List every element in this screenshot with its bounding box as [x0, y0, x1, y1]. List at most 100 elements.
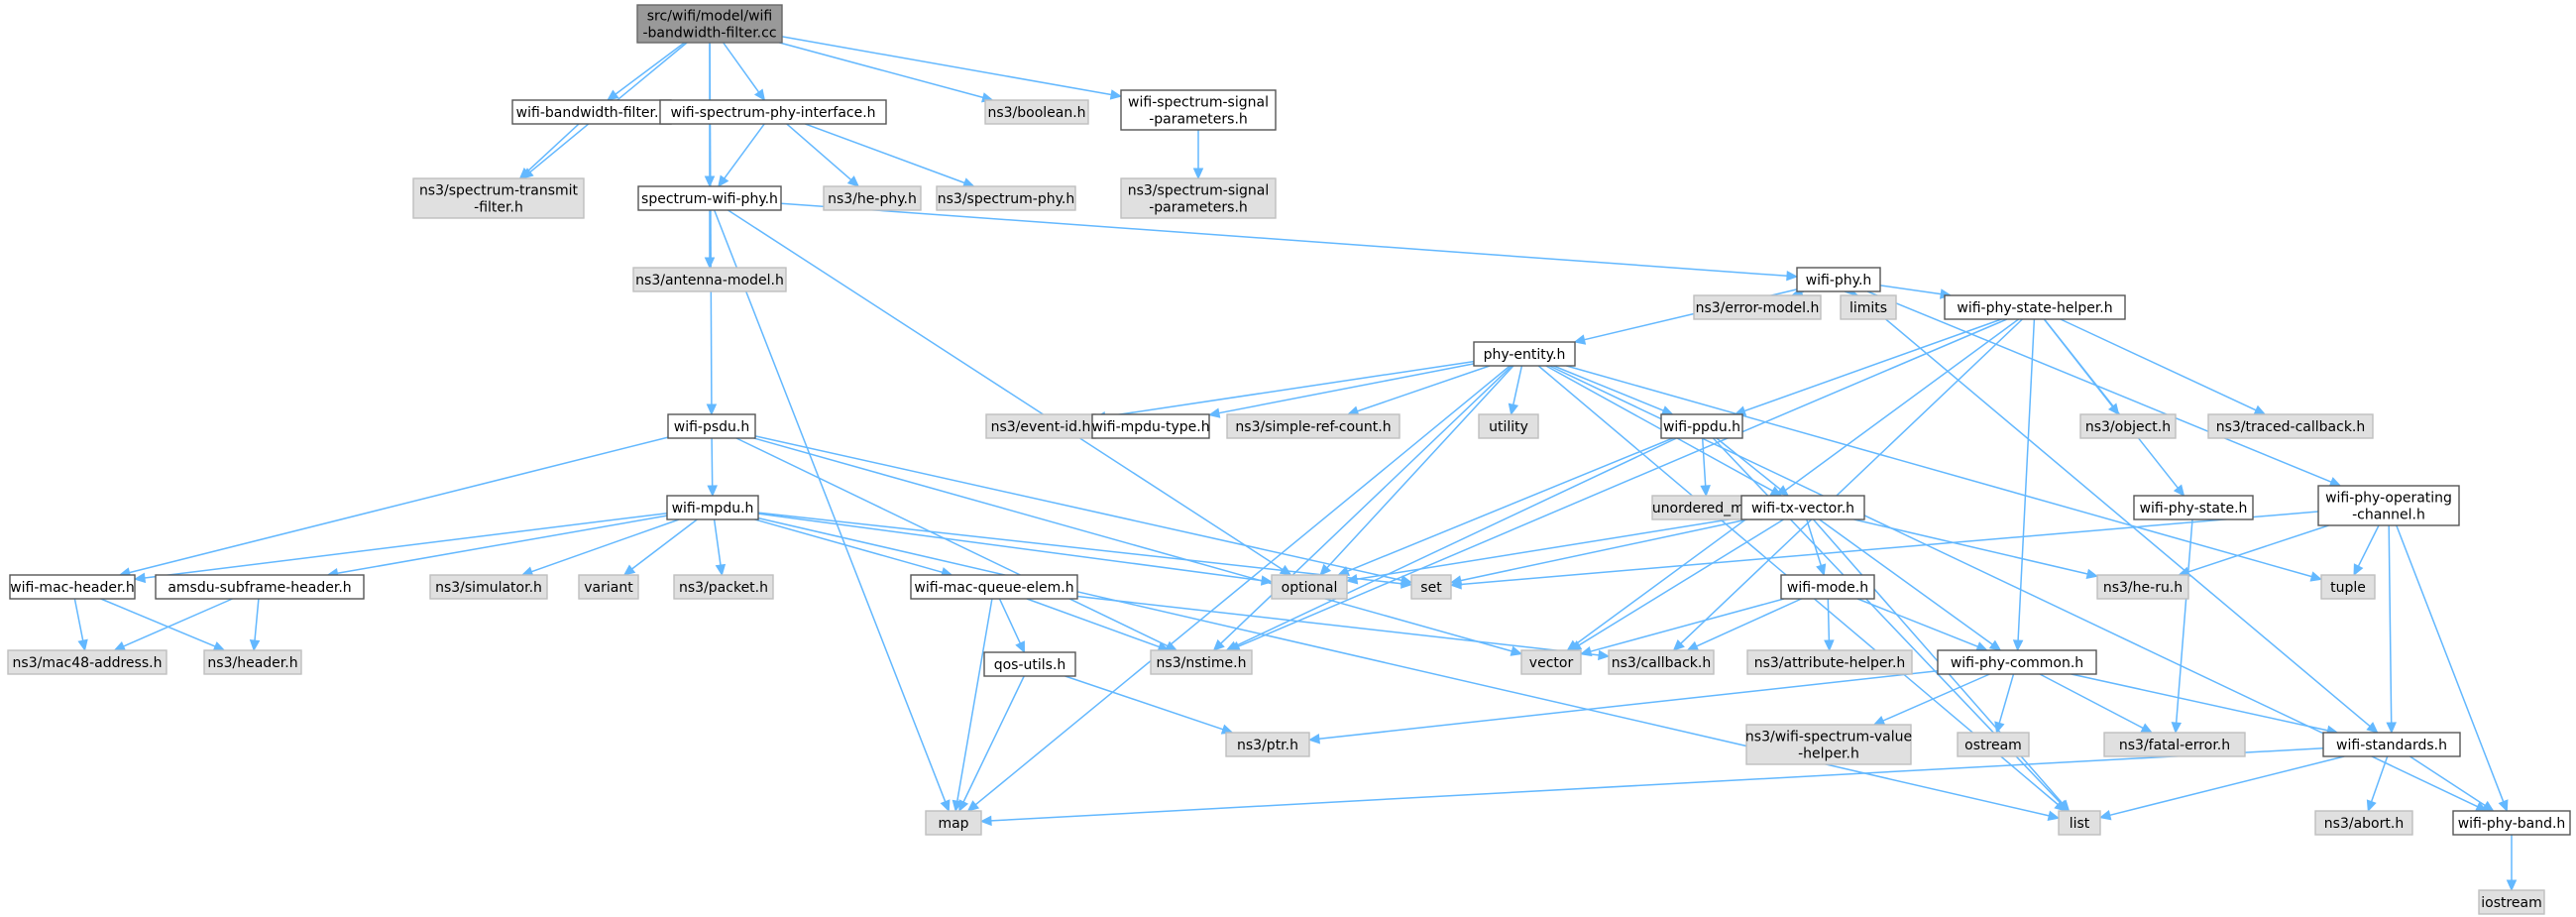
- node-wsvh[interactable]: ns3/wifi-spectrum-value-helper.h: [1745, 724, 1912, 765]
- edge-wpsdu-to-wmh: [118, 436, 669, 578]
- edge-line: [956, 598, 993, 802]
- node-set[interactable]: set: [1410, 574, 1452, 600]
- node-label: ns3/object.h: [2085, 419, 2171, 435]
- edge-line: [2017, 318, 2036, 641]
- node-label: ns3/callback.h: [1612, 655, 1711, 671]
- arrowhead-icon: [1660, 405, 1674, 415]
- node-wpsh[interactable]: wifi-phy-state-helper.h: [1944, 294, 2126, 320]
- edge-line: [1578, 518, 1784, 646]
- node-variant[interactable]: variant: [578, 574, 639, 600]
- edge-line: [615, 42, 686, 95]
- arrowhead-icon: [1207, 407, 1221, 418]
- edge-line: [1218, 363, 1475, 414]
- edge-line: [1853, 518, 2088, 575]
- node-tuple[interactable]: tuple: [2320, 574, 2376, 600]
- node-wmpdu[interactable]: wifi-mpdu.h: [666, 495, 759, 520]
- node-antenna[interactable]: ns3/antenna-model.h: [632, 267, 787, 292]
- node-phyentity[interactable]: phy-entity.h: [1473, 341, 1576, 367]
- node-qos[interactable]: qos-utils.h: [983, 651, 1076, 677]
- edge-line: [337, 515, 668, 575]
- node-iostream[interactable]: iostream: [2478, 889, 2545, 915]
- node-nstime[interactable]: ns3/nstime.h: [1150, 649, 1253, 675]
- node-stf[interactable]: ns3/spectrum-transmit-filter.h: [412, 177, 585, 219]
- node-ostream[interactable]: ostream: [1957, 732, 2030, 757]
- node-label: ns3/header.h: [207, 655, 297, 671]
- node-label: ns3/boolean.h: [987, 105, 1085, 121]
- node-header[interactable]: ns3/header.h: [203, 649, 302, 675]
- node-label: set: [1420, 580, 1442, 596]
- edge-wmqe-to-nstime: [1026, 598, 1171, 652]
- node-traced[interactable]: ns3/traced-callback.h: [2207, 413, 2374, 439]
- edge-line: [531, 518, 680, 573]
- edge-qos-to-map: [958, 675, 1025, 813]
- edge-line: [754, 435, 1402, 582]
- node-label: ns3/event-id.h: [991, 419, 1091, 435]
- arrowhead-icon: [707, 485, 718, 498]
- node-box: [1150, 649, 1253, 675]
- edge-line: [2408, 755, 2486, 807]
- node-wbf[interactable]: wifi-bandwidth-filter.h: [511, 99, 672, 125]
- edge-phyentity-to-tuple: [1566, 365, 2323, 582]
- node-abort[interactable]: ns3/abort.h: [2314, 810, 2413, 836]
- node-swp[interactable]: spectrum-wifi-phy.h: [637, 185, 782, 211]
- arrowhead-icon: [958, 799, 969, 813]
- node-boolean[interactable]: ns3/boolean.h: [984, 99, 1089, 125]
- node-wifiphy[interactable]: wifi-phy.h: [1796, 267, 1881, 292]
- node-wppdu[interactable]: wifi-ppdu.h: [1660, 413, 1743, 439]
- node-utility[interactable]: utility: [1478, 413, 1539, 439]
- node-amsdu[interactable]: amsdu-subframe-header.h: [155, 574, 365, 600]
- edge-line: [2039, 673, 2144, 730]
- node-errmodel[interactable]: ns3/error-model.h: [1693, 294, 1822, 320]
- arrowhead-icon: [1988, 639, 2002, 651]
- node-label: ns3/spectrum-transmit: [419, 183, 579, 199]
- node-wstd[interactable]: wifi-standards.h: [2322, 732, 2461, 757]
- node-fatal[interactable]: ns3/fatal-error.h: [2103, 732, 2246, 757]
- node-label: wifi-phy-band.h: [2458, 816, 2566, 832]
- edge-line: [2043, 318, 2179, 489]
- node-wmqe[interactable]: wifi-mac-queue-elem.h: [910, 574, 1078, 600]
- node-wpsdu[interactable]: wifi-psdu.h: [667, 413, 756, 439]
- node-sphy[interactable]: ns3/spectrum-phy.h: [936, 185, 1076, 211]
- node-mpdutype[interactable]: wifi-mpdu-type.h: [1091, 413, 1210, 439]
- node-vector[interactable]: vector: [1520, 649, 1582, 675]
- node-wmh[interactable]: wifi-mac-header.h: [9, 574, 136, 600]
- node-mac48[interactable]: ns3/mac48-address.h: [7, 649, 168, 675]
- node-map[interactable]: map: [925, 810, 982, 836]
- edge-line: [1998, 673, 2015, 724]
- node-packet[interactable]: ns3/packet.h: [673, 574, 774, 600]
- node-eventid[interactable]: ns3/event-id.h: [985, 413, 1096, 439]
- node-heru[interactable]: ns3/he-ru.h: [2096, 574, 2189, 600]
- node-wmode[interactable]: wifi-mode.h: [1780, 574, 1875, 600]
- arrowhead-icon: [2498, 799, 2509, 813]
- node-label: ostream: [1964, 738, 2022, 753]
- node-box: [1840, 294, 1897, 320]
- edge-wmh-to-header: [100, 598, 226, 651]
- node-label: ns3/spectrum-phy.h: [938, 191, 1074, 207]
- node-simulator[interactable]: ns3/simulator.h: [429, 574, 548, 600]
- node-wphystate[interactable]: wifi-phy-state.h: [2133, 495, 2254, 520]
- edge-line: [1356, 516, 1742, 581]
- node-hephy[interactable]: ns3/he-phy.h: [823, 185, 922, 211]
- node-callback[interactable]: ns3/callback.h: [1608, 649, 1715, 675]
- node-limits[interactable]: limits: [1840, 294, 1897, 320]
- node-wspi[interactable]: wifi-spectrum-phy-interface.h: [659, 99, 887, 125]
- node-wpoc[interactable]: wifi-phy-operating-channel.h: [2317, 485, 2460, 526]
- node-object[interactable]: ns3/object.h: [2079, 413, 2177, 439]
- node-ptr[interactable]: ns3/ptr.h: [1225, 732, 1310, 757]
- node-attrhelper[interactable]: ns3/attribute-helper.h: [1746, 649, 1913, 675]
- node-optional[interactable]: optional: [1271, 574, 1348, 600]
- node-wpc[interactable]: wifi-phy-common.h: [1937, 649, 2097, 675]
- edge-wpsdu-to-vector: [753, 437, 1523, 656]
- node-label: wifi-standards.h: [2336, 738, 2447, 753]
- edge-wmpdu-to-amsdu: [326, 515, 668, 579]
- node-ssp[interactable]: ns3/spectrum-signal-parameters.h: [1120, 177, 1277, 219]
- edge-line: [757, 513, 1263, 582]
- node-simpleref[interactable]: ns3/simple-ref-count.h: [1226, 413, 1400, 439]
- node-box: [1693, 294, 1822, 320]
- node-wpband[interactable]: wifi-phy-band.h: [2452, 810, 2571, 836]
- node-list[interactable]: list: [2058, 810, 2101, 836]
- edge-line: [2109, 755, 2345, 817]
- node-txvec[interactable]: wifi-tx-vector.h: [1740, 495, 1865, 520]
- node-wssp[interactable]: wifi-spectrum-signal-parameters.h: [1120, 89, 1277, 131]
